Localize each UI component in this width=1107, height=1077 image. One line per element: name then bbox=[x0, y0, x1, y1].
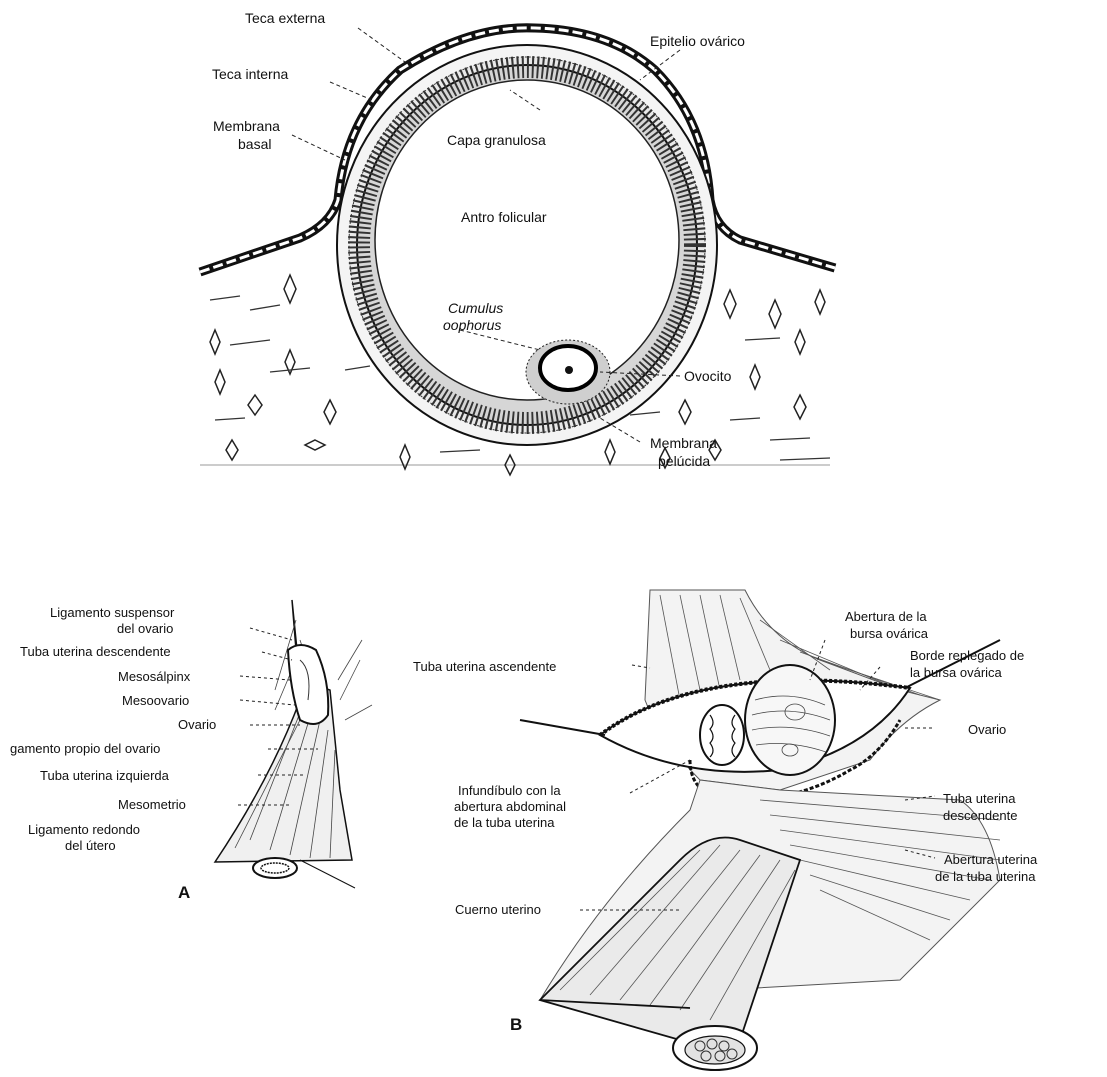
label-membrana-basal-2: basal bbox=[238, 136, 271, 152]
panel-a-diagram: Ligamento suspensor del ovario Tuba uter… bbox=[10, 600, 372, 902]
label-b-tuba-desc-2: descendente bbox=[943, 808, 1017, 823]
label-cumulus-2: oophorus bbox=[443, 317, 501, 333]
label-a-lig-suspensor-2: del ovario bbox=[117, 621, 173, 636]
label-pelucida-2: pelúcida bbox=[658, 453, 710, 469]
antrum bbox=[375, 80, 679, 400]
panel-b-diagram: Abertura de la bursa ovárica Borde reple… bbox=[413, 590, 1038, 1070]
label-a-mesometrio: Mesometrio bbox=[118, 797, 186, 812]
label-b-abertura-ut-2: de la tuba uterina bbox=[935, 869, 1036, 884]
label-pelucida-1: Membrana bbox=[650, 435, 717, 451]
label-capa-granulosa: Capa granulosa bbox=[447, 132, 546, 148]
label-a-tuba-izq: Tuba uterina izquierda bbox=[40, 768, 170, 783]
label-a-mesosalpinx: Mesosálpinx bbox=[118, 669, 191, 684]
label-antro: Antro folicular bbox=[461, 209, 547, 225]
label-b-letter: B bbox=[510, 1015, 522, 1034]
label-b-cuerno: Cuerno uterino bbox=[455, 902, 541, 917]
label-b-abertura-bursa-1: Abertura de la bbox=[845, 609, 927, 624]
follicle-diagram: Teca externa Teca interna Membrana basal… bbox=[200, 10, 835, 475]
label-teca-externa: Teca externa bbox=[245, 10, 325, 26]
ovary-b bbox=[745, 665, 835, 775]
label-a-lig-redondo-2: del útero bbox=[65, 838, 116, 853]
label-a-lig-suspensor-1: Ligamento suspensor bbox=[50, 605, 175, 620]
label-a-lig-redondo-1: Ligamento redondo bbox=[28, 822, 140, 837]
round-ligament-section bbox=[253, 858, 297, 878]
label-teca-interna: Teca interna bbox=[212, 66, 288, 82]
label-b-infund-3: de la tuba uterina bbox=[454, 815, 555, 830]
label-a-tuba-desc: Tuba uterina descendente bbox=[20, 644, 171, 659]
label-b-borde-1: Borde replegado de bbox=[910, 648, 1024, 663]
ovary-a bbox=[288, 645, 328, 724]
label-b-ovario: Ovario bbox=[968, 722, 1006, 737]
label-ovocito: Ovocito bbox=[684, 368, 732, 384]
label-b-tuba-desc-1: Tuba uterina bbox=[943, 791, 1016, 806]
label-a-lig-propio: gamento propio del ovario bbox=[10, 741, 160, 756]
label-b-abertura-bursa-2: bursa ovárica bbox=[850, 626, 929, 641]
label-membrana-basal-1: Membrana bbox=[213, 118, 280, 134]
label-a-ovario: Ovario bbox=[178, 717, 216, 732]
label-b-infund-1: Infundíbulo con la bbox=[458, 783, 561, 798]
label-b-tuba-asc: Tuba uterina ascendente bbox=[413, 659, 556, 674]
label-b-borde-2: la bursa ovárica bbox=[910, 665, 1003, 680]
infundibulum bbox=[700, 705, 744, 765]
label-a-mesoovario: Mesoovario bbox=[122, 693, 189, 708]
label-epitelio: Epitelio ovárico bbox=[650, 33, 745, 49]
label-a-letter: A bbox=[178, 883, 190, 902]
label-b-abertura-ut-1: Abertura uterina bbox=[944, 852, 1038, 867]
label-cumulus-1: Cumulus bbox=[448, 300, 503, 316]
label-b-infund-2: abertura abdominal bbox=[454, 799, 566, 814]
